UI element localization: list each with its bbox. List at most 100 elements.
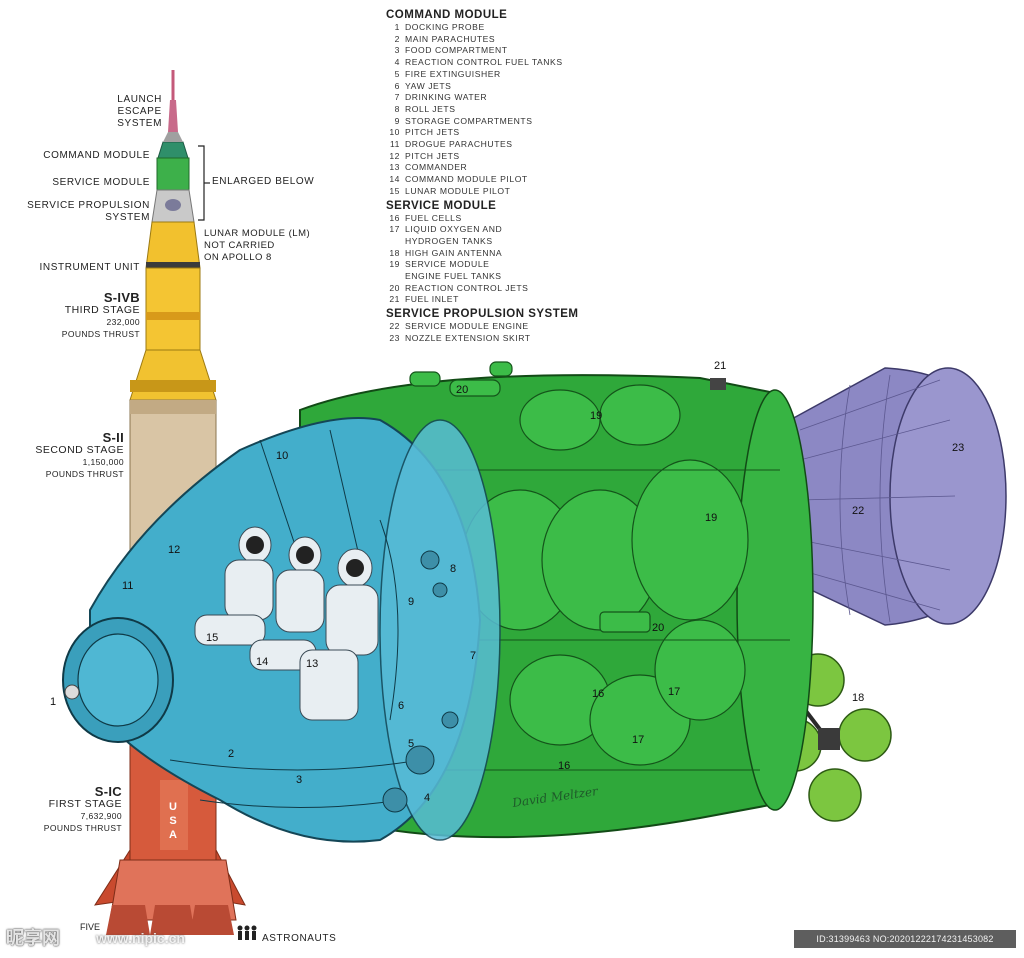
legend-item-number: 20 — [389, 282, 400, 293]
legend-item-text: REACTION CONTROL JETS — [405, 282, 529, 293]
callout-number: 9 — [408, 596, 415, 608]
s-ic-label: S-IC FIRST STAGE 7,632,900 POUNDS THRUST — [43, 784, 122, 833]
callout-number: 11 — [122, 580, 134, 592]
watermark-logo: 昵享网 — [6, 928, 60, 949]
callout-number: 18 — [852, 692, 865, 704]
callout-number: 23 — [952, 442, 965, 454]
five-engines-label: FIVE — [80, 922, 101, 932]
service-module-engine — [789, 367, 1007, 626]
legend-item-number: 16 — [389, 212, 400, 223]
callout-number: 20 — [456, 384, 469, 396]
legend-item-number: 4 — [394, 57, 400, 68]
legend-item: 20 REACTION CONTROL JETS — [386, 283, 616, 295]
legend-item-text: STORAGE COMPARTMENTS — [405, 115, 533, 126]
legend-item: ENGINE FUEL TANKS — [386, 271, 616, 283]
legend-item-text: FOOD COMPARTMENT — [405, 45, 508, 56]
legend-item-text: PITCH JETS — [405, 150, 460, 161]
legend-item-text: DOCKING PROBE — [405, 22, 485, 32]
legend-title-service-module: SERVICE MODULE — [386, 199, 497, 212]
callout-number: 17 — [632, 734, 645, 746]
callout-number: 16 — [592, 688, 605, 700]
legend-item-number: 6 — [394, 80, 400, 91]
legend-item-text: YAW JETS — [405, 80, 452, 91]
legend-item-text: MAIN PARACHUTES — [405, 33, 496, 44]
legend-item-number: 15 — [389, 185, 400, 196]
legend-item-text: ROLL JETS — [405, 103, 456, 114]
s-ii-label: S-II SECOND STAGE 1,150,000 POUNDS THRUS… — [35, 430, 124, 479]
command-module — [62, 417, 501, 843]
legend-item-number: 12 — [389, 150, 400, 161]
legend-item: 2 MAIN PARACHUTES — [386, 34, 616, 46]
legend-item-number: 19 — [389, 259, 400, 270]
legend-item-text: LIQUID OXYGEN AND — [405, 224, 503, 235]
callout-number: 21 — [714, 360, 727, 372]
legend-item-number: 21 — [389, 294, 400, 305]
callout-number: 1 — [50, 696, 57, 708]
legend-item: 9 STORAGE COMPARTMENTS — [386, 116, 616, 128]
callout-number: 14 — [256, 656, 269, 668]
callout-number: 13 — [306, 658, 319, 670]
s-ivb-label: S-IVB THIRD STAGE 232,000 POUNDS THRUST — [61, 290, 140, 339]
legend-item-text: HYDROGEN TANKS — [405, 235, 493, 246]
legend-item-text: ENGINE FUEL TANKS — [405, 271, 502, 282]
legend-item: 14 COMMAND MODULE PILOT — [386, 174, 616, 186]
legend-item: 21 FUEL INLET — [386, 294, 616, 306]
legend-item-text: FUEL INLET — [405, 294, 459, 305]
callout-number: 7 — [470, 650, 477, 662]
callout-number: 17 — [668, 686, 681, 698]
legend-item-number: 14 — [389, 174, 400, 185]
legend-item-text: COMMAND MODULE PILOT — [405, 174, 528, 185]
legend-item-text: SERVICE MODULE ENGINE — [405, 321, 529, 332]
legend-item: 8 ROLL JETS — [386, 104, 616, 116]
command-module-label: COMMAND MODULE — [43, 150, 150, 161]
rocket-usa-lettering: USA — [169, 801, 177, 841]
legend-item-text: NOZZLE EXTENSION SKIRT — [405, 332, 531, 343]
callout-number: 6 — [398, 700, 405, 712]
callout-number: 22 — [852, 505, 865, 517]
callout-number: 5 — [408, 738, 415, 750]
legend-item-text: DROGUE PARACHUTES — [405, 139, 513, 150]
launch-escape-label: LAUNCH ESCAPE SYSTEM — [117, 94, 162, 129]
legend-item: 12 PITCH JETS — [386, 151, 616, 163]
legend-item: 6 YAW JETS — [386, 81, 616, 93]
callout-number: 12 — [168, 544, 181, 556]
legend-item-number: 10 — [389, 127, 400, 138]
legend-item-number: 13 — [389, 162, 400, 173]
callout-number: 4 — [424, 792, 431, 804]
legend-item: 17 LIQUID OXYGEN AND — [386, 224, 616, 236]
legend-item-number: 17 — [389, 224, 400, 235]
legend-item-text: LUNAR MODULE PILOT — [405, 185, 511, 196]
callout-number: 2 — [228, 748, 235, 760]
callout-number: 20 — [652, 622, 665, 634]
callout-number: 8 — [450, 563, 457, 575]
legend-item-text: SERVICE MODULE — [405, 259, 490, 270]
legend-item-number: 8 — [394, 103, 400, 114]
callout-number: 19 — [705, 512, 718, 524]
service-module-label: SERVICE MODULE — [52, 177, 150, 188]
crew-figures — [194, 526, 379, 721]
legend-item-number: 7 — [394, 92, 400, 103]
legend-item-number: 9 — [394, 115, 400, 126]
legend-item: 19 SERVICE MODULE — [386, 259, 616, 271]
legend-item-number: 3 — [394, 45, 400, 56]
legend-item-number: 23 — [389, 332, 400, 343]
legend-item-number: 2 — [394, 33, 400, 44]
lunar-module-note: LUNAR MODULE (LM) NOT CARRIED ON APOLLO … — [204, 228, 311, 263]
callout-number: 16 — [558, 760, 571, 772]
callout-number: 19 — [590, 410, 603, 422]
legend-title-command-module: COMMAND MODULE — [386, 9, 508, 21]
